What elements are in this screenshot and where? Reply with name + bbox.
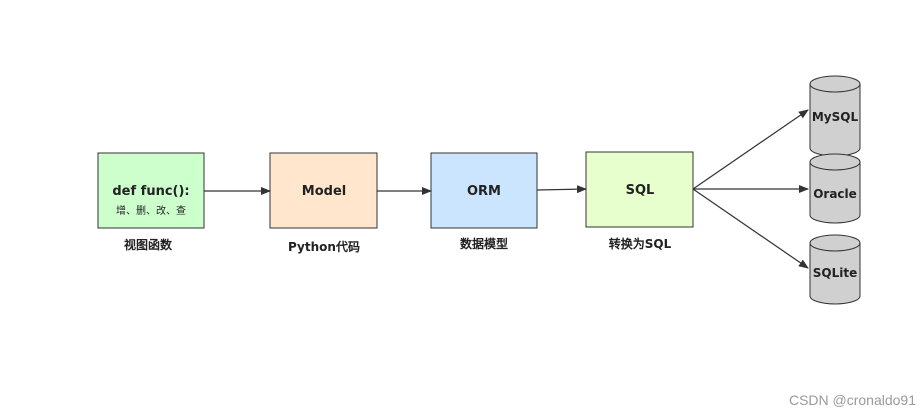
orm-title: ORM xyxy=(467,184,501,199)
view-function-box xyxy=(97,152,205,229)
database-label-oracle: Oracle xyxy=(813,187,857,201)
orm-caption: 数据模型 xyxy=(460,236,508,251)
view-function-title: def func(): xyxy=(112,184,189,199)
sql-node: SQL 转换为SQL xyxy=(585,151,694,251)
model-node: Model Python代码 xyxy=(269,152,378,254)
database-label-mysql: MySQL xyxy=(812,110,859,124)
view-function-node: def func(): 增、删、改、查 视图函数 xyxy=(97,152,205,252)
cylinder-icon xyxy=(809,234,861,252)
model-title: Model xyxy=(302,184,346,199)
arrow-orm-to-sql xyxy=(536,185,587,194)
sql-box xyxy=(585,151,694,228)
model-box xyxy=(269,152,378,229)
orm-box xyxy=(430,152,538,229)
watermark: CSDN @cronaldo91 xyxy=(788,392,916,408)
arrow-sql-to-mysql xyxy=(692,109,809,190)
database-mysql: MySQL xyxy=(809,75,861,157)
view-function-caption: 视图函数 xyxy=(124,237,173,252)
database-label-sqlite: SQLite xyxy=(813,266,857,280)
sql-caption: 转换为SQL xyxy=(609,236,672,251)
model-caption: Python代码 xyxy=(288,239,360,254)
database-oracle: Oracle xyxy=(809,153,861,224)
database-sqlite: SQLite xyxy=(809,234,861,305)
arrow-sql-to-sqlite xyxy=(692,188,809,269)
cylinder-icon xyxy=(809,75,861,93)
sql-title: SQL xyxy=(626,183,655,198)
cylinder-icon xyxy=(809,153,861,171)
orm-node: ORM 数据模型 xyxy=(430,152,538,251)
view-function-operations: 增、删、改、查 xyxy=(116,204,186,217)
